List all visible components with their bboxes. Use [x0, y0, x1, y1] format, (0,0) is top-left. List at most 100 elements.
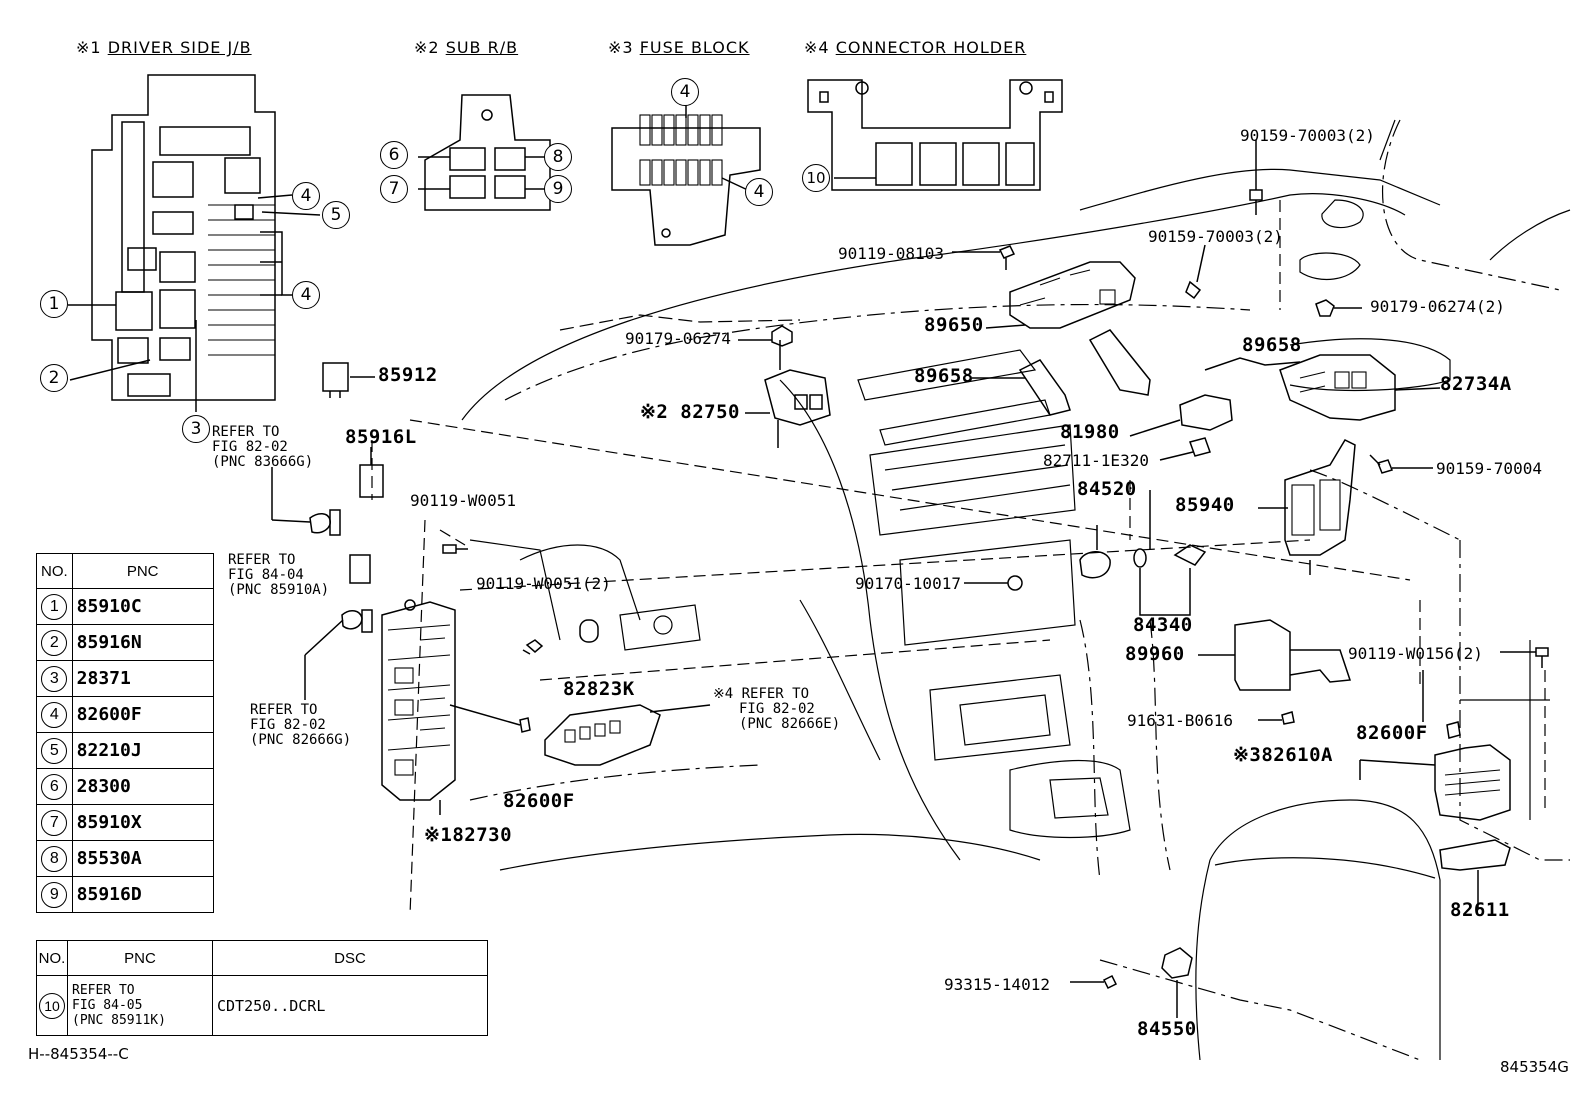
table-row: 10 REFER TO FIG 84-05 (PNC 85911K) CDT25…	[36, 975, 488, 1036]
dsc-table: NO. PNC DSC 10 REFER TO FIG 84-05 (PNC 8…	[36, 940, 488, 1036]
part-label-90159-70003: 90159-70003(2)	[1240, 126, 1375, 145]
table-row: 2 85916N	[36, 624, 214, 661]
row-number: 2	[41, 629, 68, 656]
refer-line: (PNC 82666G)	[250, 732, 352, 748]
part-label-82611: 82611	[1450, 899, 1510, 921]
part-label-90119-w0051: 90119-W0051	[410, 491, 516, 510]
part-label-82734a: 82734A	[1440, 373, 1512, 395]
part-label-84340: 84340	[1133, 614, 1193, 636]
refer-line: (PNC 82666E)	[739, 716, 841, 732]
table-row: 5 82210J	[36, 732, 214, 769]
column-header-no: NO.	[36, 553, 73, 589]
row-pnc: 82210J	[71, 732, 214, 769]
header-title: DRIVER SIDE J/B	[107, 38, 252, 57]
callout-10: 10	[802, 164, 830, 192]
part-label-89658: 89658	[1242, 334, 1302, 356]
table-row: 1 85910C	[36, 588, 214, 625]
table-header-row: NO. PNC DSC	[36, 940, 488, 976]
row-number: 1	[41, 593, 68, 620]
dashboard-outline	[461, 119, 1571, 1061]
callout-2: 2	[40, 364, 68, 392]
part-label-89658: 89658	[914, 365, 974, 387]
row-pnc: 85910X	[71, 804, 214, 841]
header-driver-side-jb: ※1 DRIVER SIDE J/B	[76, 38, 252, 57]
row-pnc: 28300	[71, 768, 214, 805]
header-mark: ※1	[76, 38, 102, 57]
callout-4: 4	[292, 182, 320, 210]
part-label-90119-w0051-2: 90119-W0051(2)	[476, 574, 611, 593]
row-pnc: 85530A	[71, 840, 214, 877]
part-label-82711-1e320: 82711-1E320	[1043, 451, 1149, 470]
part-label-82730: ※182730	[424, 824, 513, 846]
part-label-82610a: ※382610A	[1233, 744, 1333, 766]
part-label-85912: 85912	[378, 364, 438, 386]
row-pnc: 82600F	[71, 696, 214, 733]
row-number: 7	[41, 809, 68, 836]
footer-right-code: 845354G	[1500, 1058, 1569, 1076]
row-number: 3	[41, 665, 68, 692]
refer-line: ※4 REFER TO	[713, 686, 810, 702]
row-pnc: 85916D	[71, 876, 214, 913]
row-pnc: 85916N	[71, 624, 214, 661]
callout-9: 9	[544, 175, 572, 203]
header-mark: ※4	[804, 38, 830, 57]
refer-line: REFER TO	[228, 552, 296, 568]
part-label-82600f: 82600F	[503, 790, 575, 812]
table-row: 9 85916D	[36, 876, 214, 913]
table-row: 7 85910X	[36, 804, 214, 841]
footer-left-code: H--845354--C	[28, 1045, 129, 1063]
part-label-90159-70003: 90159-70003(2)	[1148, 227, 1283, 246]
refer-note-85910a: REFER TO FIG 84-04 (PNC 85910A)	[228, 553, 329, 598]
refer-note-82666e: ※4 REFER TO FIG 82-02 (PNC 82666E)	[713, 687, 840, 732]
part-label-89650: 89650	[924, 314, 984, 336]
header-mark: ※2	[414, 38, 440, 57]
row-number: 5	[41, 737, 68, 764]
row-number: 4	[41, 701, 68, 728]
refer-line: (PNC 85911K)	[72, 1013, 166, 1028]
header-connector-holder: ※4 CONNECTOR HOLDER	[804, 38, 1026, 57]
refer-note-82666g: REFER TO FIG 82-02 (PNC 82666G)	[250, 703, 351, 748]
row-number: 8	[41, 845, 68, 872]
part-label-91631-b0616: 91631-B0616	[1127, 711, 1233, 730]
callout-8: 8	[544, 143, 572, 171]
part-label-85940: 85940	[1175, 494, 1235, 516]
callout-5: 5	[322, 201, 350, 229]
column-header-dsc: DSC	[212, 940, 488, 976]
callout-7: 7	[380, 175, 408, 203]
row-number: 10	[39, 992, 65, 1019]
part-label-90119-08103: 90119-08103	[838, 244, 944, 263]
part-label-84520: 84520	[1077, 478, 1137, 500]
refer-line: FIG 82-02	[739, 701, 815, 717]
part-label-85916l: 85916L	[345, 426, 417, 448]
part-label-90179-06274: 90179-06274	[625, 329, 731, 348]
row-number: 6	[41, 773, 68, 800]
row-pnc: 28371	[71, 660, 214, 697]
part-label-90119-w0156-2: 90119-W0156(2)	[1348, 644, 1483, 663]
table-row: 8 85530A	[36, 840, 214, 877]
header-mark: ※3	[608, 38, 634, 57]
part-label-90179-06274-2: 90179-06274(2)	[1370, 297, 1505, 316]
row-dsc: CDT250..DCRL	[212, 975, 488, 1036]
table-row: 6 28300	[36, 768, 214, 805]
refer-line: REFER TO	[250, 702, 318, 718]
part-label-89960: 89960	[1125, 643, 1185, 665]
part-label-90159-70004: 90159-70004	[1436, 459, 1542, 478]
refer-note-83666g: REFER TO FIG 82-02 (PNC 83666G)	[212, 425, 313, 470]
callout-4: 4	[745, 178, 773, 206]
refer-line: REFER TO	[72, 983, 135, 998]
table-row: 3 28371	[36, 660, 214, 697]
part-label-82823k: 82823K	[563, 678, 635, 700]
driver-side-jb-drawing	[68, 74, 321, 412]
callout-4: 4	[671, 78, 699, 106]
refer-line: FIG 82-02	[250, 717, 326, 733]
part-label-90170-10017: 90170-10017	[855, 574, 961, 593]
refer-line: FIG 84-04	[228, 567, 304, 583]
table-row: 4 82600F	[36, 696, 214, 733]
refer-line: FIG 82-02	[212, 439, 288, 455]
header-title: SUB R/B	[445, 38, 519, 57]
callout-3: 3	[182, 415, 210, 443]
part-label-81980: 81980	[1060, 421, 1120, 443]
callout-1: 1	[40, 290, 68, 318]
header-title: FUSE BLOCK	[639, 38, 750, 57]
table-header-row: NO. PNC	[36, 553, 214, 589]
